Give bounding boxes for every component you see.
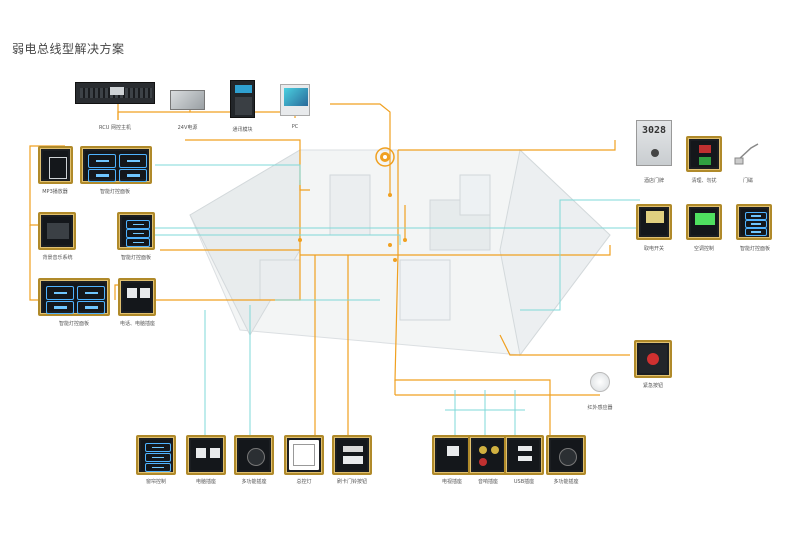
multi-socket-label-2: 多功能插座 [553,479,579,485]
doorbell-card-label: 刷卡门铃按钮 [336,479,367,485]
phone-computer-socket-panel [118,278,156,316]
master-light-label: 总控灯 [296,479,312,485]
door-number-plate: 3028 [636,120,672,166]
computer-socket-panel [186,435,226,475]
dnd-cleaning-panel [686,136,722,172]
audio-socket-label: 音响插座 [477,479,498,485]
pc-monitor [280,84,310,116]
background-music-label: 背景音乐系统 [42,255,73,261]
light-control-label-3: 智能灯控面板 [58,321,89,327]
audio-socket-panel [468,435,508,475]
curtain-control-panel [136,435,176,475]
comm-module [230,80,255,118]
rcu-controller [75,82,155,104]
light-control-panel-2 [117,212,155,250]
multi-socket-panel-1 [234,435,274,475]
power-card-switch-panel [636,204,672,240]
light-control-panel-4 [736,204,772,240]
power-supply [170,90,205,110]
background-music-panel [38,212,76,250]
tv-socket-panel [432,435,472,475]
tv-socket-label: 电视插座 [441,479,462,485]
light-control-panel-1 [80,146,152,184]
orange-bus-lines [29,103,630,455]
phone-computer-socket-label: 电话、电脑插座 [119,321,155,327]
usb-socket-label: USB插座 [513,479,535,485]
cyan-signal-lines [155,164,640,435]
curtain-control-label: 窗帘控制 [145,479,166,485]
page-title: 弱电总线型解决方案 [12,42,125,56]
door-number: 3028 [641,125,667,136]
computer-socket-label: 电脑插座 [195,479,216,485]
light-control-label-2: 智能灯控面板 [120,255,151,261]
doorbell-card-panel [332,435,372,475]
light-control-label-1: 智能灯控面板 [99,189,130,195]
ac-control-panel [686,204,722,240]
emergency-button-panel [634,340,672,378]
light-control-panel-3 [38,278,110,316]
infrared-sensor-label: 红外感应器 [587,405,613,411]
master-light-panel [284,435,324,475]
multi-socket-panel-2 [546,435,586,475]
power-supply-label: 24V电源 [177,125,198,131]
rcu-controller-label: RCU 网控主机 [99,125,131,131]
pc-monitor-label: PC [291,124,299,130]
dnd-cleaning-label: 清理、勿扰 [691,178,717,184]
usb-socket-panel [504,435,544,475]
door-sensor-label: 门磁 [742,178,753,184]
door-sensor-icon [733,140,763,168]
mp3-player-label: MP3播放器 [42,189,68,195]
comm-module-label: 通讯模块 [232,127,253,133]
emergency-button-label: 紧急按钮 [642,383,663,389]
mp3-player-panel [38,146,73,184]
light-control-label-4: 智能灯控面板 [739,246,770,252]
multi-socket-label-1: 多功能插座 [241,479,267,485]
power-card-switch-label: 取电开关 [643,246,664,252]
infrared-sensor-icon [590,372,610,392]
bus-junction-icon [375,147,395,167]
room-illustration [189,149,611,357]
door-number-label: 酒店门牌 [643,178,664,184]
ac-control-label: 空调控制 [693,246,714,252]
